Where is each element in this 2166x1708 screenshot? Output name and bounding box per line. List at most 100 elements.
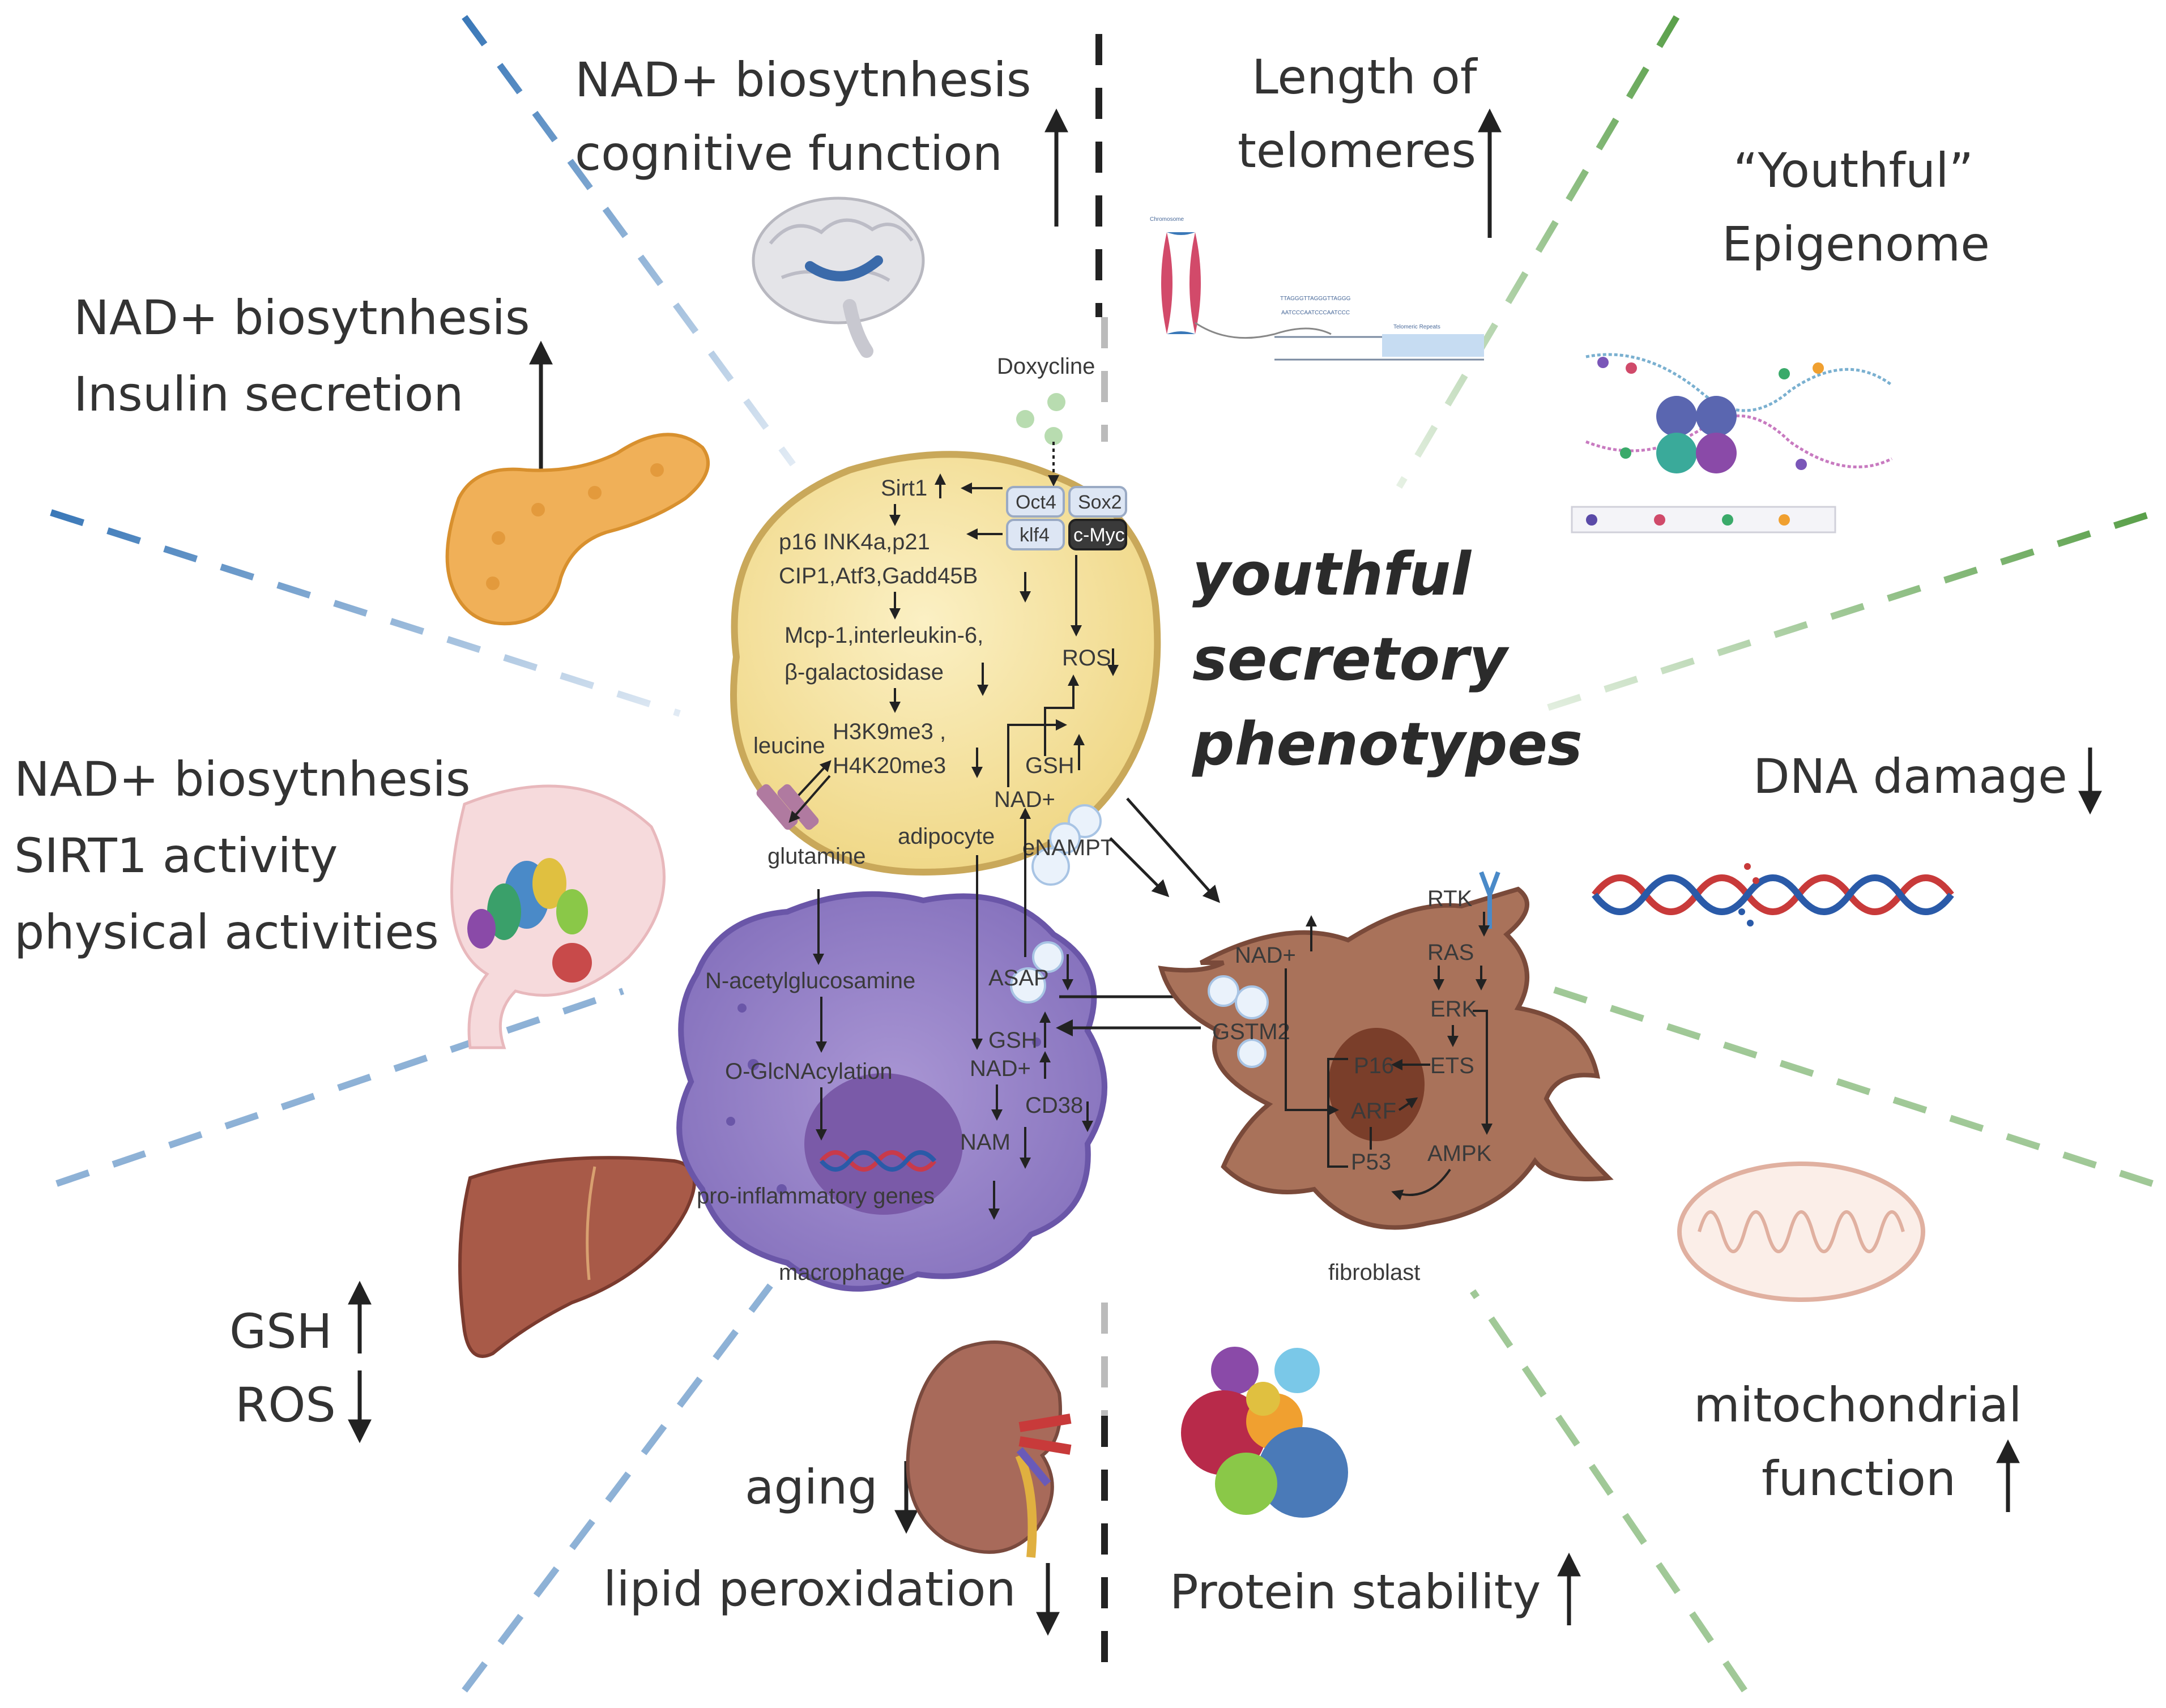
- panel-bottom-left-line2: lipid peroxidation: [603, 1561, 1016, 1617]
- p16-fib-label: P16: [1354, 1053, 1394, 1078]
- center-title-line2: secretory: [1192, 625, 1510, 694]
- rtk-label: RTK: [1427, 886, 1473, 911]
- transporter-icon: [756, 784, 819, 830]
- panel-mid-left-line1: NAD+ biosytnhesis: [14, 751, 471, 807]
- bracket: [1327, 1058, 1348, 1168]
- panel-mid-left-line2: SIRT1 activity: [14, 828, 338, 883]
- telomere-seq1: TTAGGGTTAGGGTTAGGG: [1280, 296, 1351, 302]
- sox2-label: Sox2: [1078, 492, 1122, 513]
- divider-blue-upper: [50, 509, 681, 717]
- panel-lower-right-line2: function: [1762, 1451, 1956, 1506]
- enampt-vesicles-icon: [1031, 804, 1102, 886]
- mac-nad-label: NAD+: [970, 1056, 1031, 1081]
- mcp-line1: Mcp-1,interleukin-6,: [784, 623, 983, 648]
- center-title: youthful secretory phenotypes: [1191, 540, 1583, 779]
- panel-top-right-line2: telomeres: [1238, 123, 1476, 178]
- n-acetyl-label: N-acetylglucosamine: [705, 968, 915, 993]
- gstm2-label: GSTM2: [1212, 1019, 1290, 1044]
- adipocyte-cell: Doxycline Oct4 Sox2 klf4 c-Myc Sirt1 p16…: [730, 354, 1161, 886]
- divider-green-upper: [1528, 512, 2148, 717]
- erk-label: ERK: [1430, 997, 1477, 1022]
- panel-mid-left-line3: physical activities: [14, 904, 439, 960]
- doxycline-molecule-icon: [1016, 393, 1065, 445]
- adipocyte-label: adipocyte: [898, 824, 995, 849]
- sirt1-label: Sirt1: [881, 476, 927, 501]
- divider-green-lower: [1540, 982, 2154, 1187]
- protein-complex-icon: [1181, 1347, 1348, 1518]
- fibroblast-cell: GSTM2 NAD+ RTK RAS ERK ETS P16 ARF P53 A…: [1158, 871, 1614, 1285]
- center-title-line1: youthful: [1192, 540, 1472, 609]
- h3k9-label: H3K9me3 ,: [833, 719, 946, 744]
- cd38-label: CD38: [1025, 1093, 1083, 1118]
- mcp-line2: β-galactosidase: [784, 660, 944, 685]
- arrow: [1007, 719, 1067, 787]
- ets-label: ETS: [1430, 1053, 1474, 1078]
- fib-nad-label: NAD+: [1235, 943, 1296, 968]
- panel-top-right: Length of telomeres Chromosome TTAGGGTTA…: [1150, 49, 1502, 361]
- panel-lower-left-line1: GSH: [229, 1304, 332, 1359]
- mitochondrion-icon: [1677, 1162, 1925, 1302]
- divider-lines: [50, 15, 2154, 1693]
- ras-label: RAS: [1427, 940, 1474, 965]
- panel-upper-right: “Youthful” Epigenome: [1571, 143, 1990, 533]
- divider-blue-bottom: [462, 1283, 773, 1693]
- macrophage-label: macrophage: [779, 1260, 905, 1285]
- panel-mid-left: NAD+ biosytnhesis SIRT1 activity physica…: [14, 751, 666, 1049]
- gstm2-vesicles-icon: [1208, 975, 1269, 1068]
- panel-top-left: NAD+ biosytnhesis cognitive function: [575, 52, 1068, 358]
- receptor-icon: [1479, 871, 1500, 929]
- arf-label: ARF: [1351, 1099, 1396, 1124]
- dna-helix-icon: [819, 1150, 937, 1172]
- macrophage-cell: N-acetylglucosamine O-GlcNAcylation pro-…: [676, 808, 1107, 1292]
- p53-label: P53: [1351, 1150, 1391, 1175]
- ros-label: ROS: [1062, 646, 1111, 671]
- panel-lower-right-line1: mitochondrial: [1694, 1377, 2022, 1433]
- panel-upper-right-line1: “Youthful”: [1733, 143, 1973, 198]
- liver-icon: [458, 1156, 696, 1358]
- leucine-label: leucine: [753, 733, 825, 758]
- fibroblast-label: fibroblast: [1328, 1260, 1420, 1285]
- panel-top-right-line1: Length of: [1252, 49, 1478, 105]
- arrow: [1044, 674, 1079, 756]
- panel-bottom-left: aging lipid peroxidation: [603, 1340, 1072, 1636]
- arrow: [1126, 797, 1220, 903]
- panel-upper-left: NAD+ biosytnhesis Insulin secretion: [74, 290, 710, 626]
- panel-top-left-line1: NAD+ biosytnhesis: [575, 52, 1031, 108]
- panel-bottom-left-line1: aging: [745, 1459, 878, 1515]
- divider-green-top: [1396, 15, 1680, 489]
- panel-upper-left-line1: NAD+ biosytnhesis: [74, 290, 530, 345]
- glutamine-label: glutamine: [768, 844, 865, 869]
- asap-label: ASAP: [988, 966, 1049, 990]
- chromosome-telomere-icon: Chromosome TTAGGGTTAGGGTTAGGG AATCCCAATC…: [1150, 216, 1484, 361]
- gsh-label: GSH: [1025, 753, 1075, 778]
- asap-vesicles-icon: [1010, 941, 1064, 1004]
- damaged-dna-icon: [1592, 863, 1954, 926]
- pro-inflammatory-label: pro-inflammatory genes: [697, 1184, 935, 1209]
- oct4-box: [1006, 486, 1065, 518]
- nad-label: NAD+: [994, 787, 1055, 812]
- telomere-chromosome-label: Chromosome: [1150, 216, 1184, 223]
- glcnac-label: O-GlcNAcylation: [725, 1059, 893, 1084]
- cmyc-label: c-Myc: [1073, 524, 1125, 546]
- panel-mid-right: DNA damage: [1592, 748, 2102, 926]
- panel-upper-right-line2: Epigenome: [1722, 216, 1990, 272]
- klf4-label: klf4: [1020, 524, 1050, 546]
- p16-line2: CIP1,Atf3,Gadd45B: [779, 563, 978, 588]
- panel-mid-right-line1: DNA damage: [1753, 749, 2067, 804]
- klf4-box: [1006, 519, 1065, 550]
- arrow: [788, 775, 831, 823]
- doxycline-label: Doxycline: [997, 354, 1095, 379]
- arrow: [1398, 1097, 1418, 1111]
- telomere-seq2: AATCCCAATCCCAATCCC: [1281, 310, 1350, 316]
- cmyc-box: [1068, 519, 1127, 550]
- p16-line1: p16 INK4a,p21: [779, 530, 930, 554]
- mac-gsh-label: GSH: [988, 1028, 1038, 1053]
- panel-lower-left-line2: ROS: [235, 1377, 336, 1433]
- h4k20-label: H4K20me3: [833, 753, 946, 778]
- panel-top-left-line2: cognitive function: [575, 126, 1003, 181]
- panel-lower-right: mitochondrial function: [1677, 1162, 2022, 1512]
- panel-bottom-right-line1: Protein stability: [1170, 1564, 1541, 1620]
- divider-blue-top: [462, 15, 796, 467]
- ampk-label: AMPK: [1427, 1141, 1492, 1166]
